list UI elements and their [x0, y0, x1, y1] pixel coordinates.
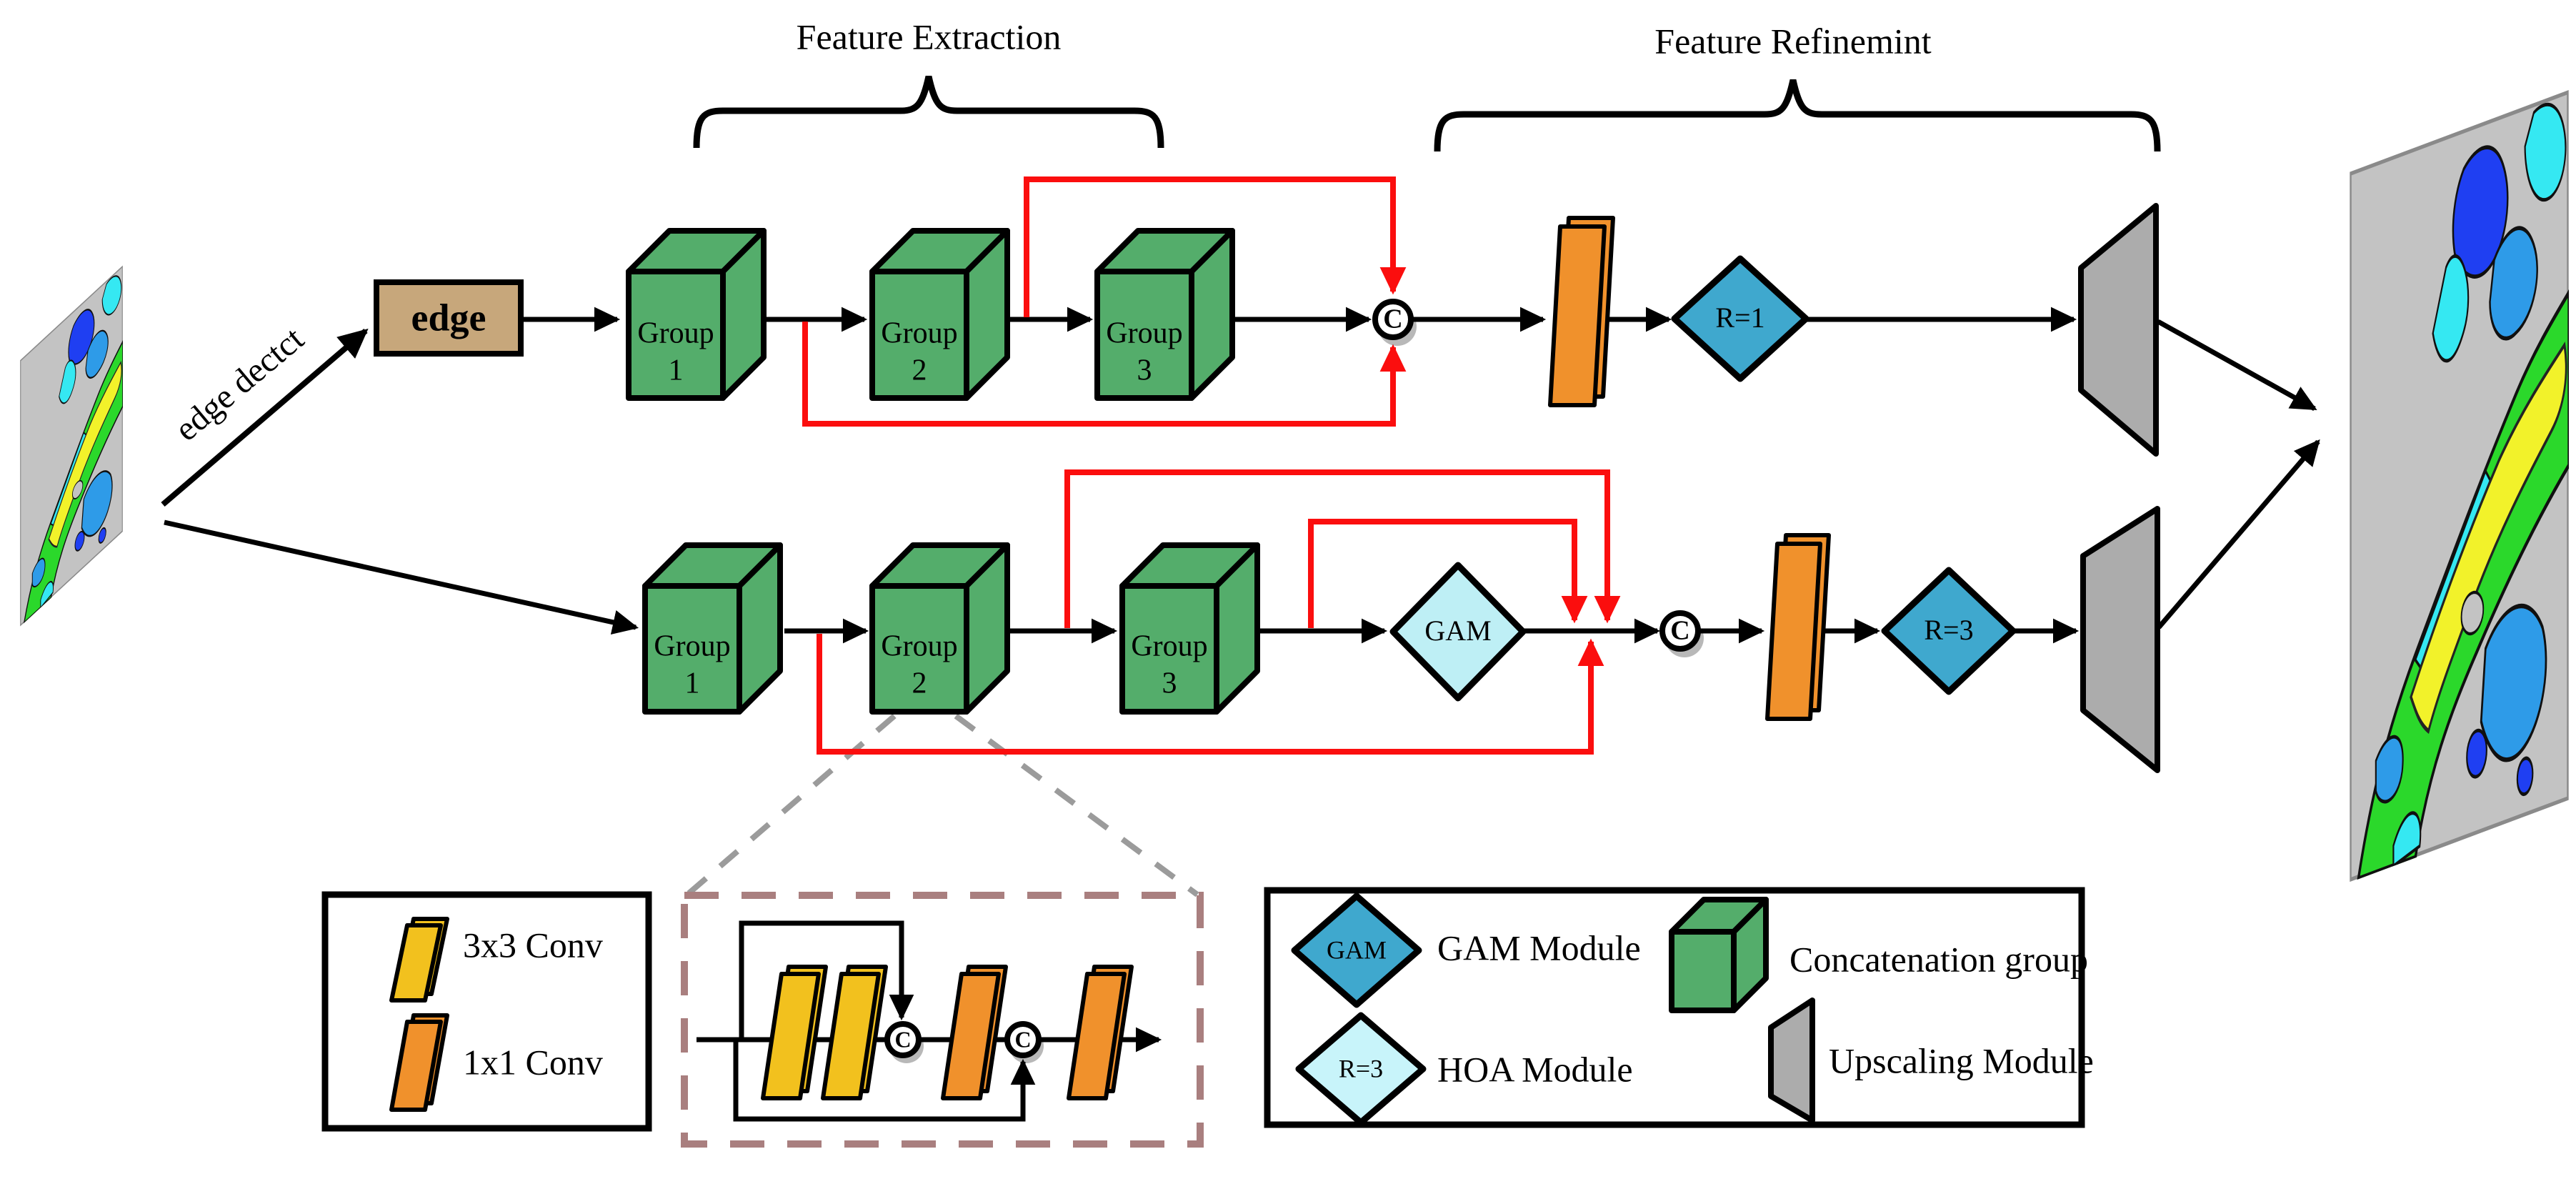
top-conv-plate [1548, 216, 1615, 407]
detail-conv3x3-plate-2 [821, 965, 888, 1100]
top-hoa-label: R=1 [1715, 302, 1764, 334]
detail-conv3x3-plate-1 [761, 965, 828, 1100]
bottom-gam-diamond: GAM [1389, 562, 1527, 702]
bottom-conv-plate [1765, 533, 1831, 721]
bottom-group3-word: Group [1131, 630, 1207, 663]
feature-refinement-brace [1434, 79, 2161, 152]
feature-extraction-brace [693, 76, 1164, 149]
legend-concat-label: Concatenation group [1789, 939, 2088, 979]
arrow-bot-upscale-output [2157, 439, 2320, 630]
bottom-concat-node: C [1659, 610, 1704, 657]
output-image [2351, 92, 2569, 882]
top-group3-cube: Group 3 [1094, 228, 1235, 401]
detail-conv1x1-plate-2 [1067, 965, 1134, 1100]
detail-concat1-label: C [894, 1026, 911, 1052]
arrow-edge-detect [161, 328, 369, 507]
legend-hoa-symbol: R=3 [1339, 1054, 1383, 1083]
edge-box-label: edge [411, 296, 486, 339]
bottom-group2-cube: Group 2 [869, 542, 1010, 715]
bottom-concat-label: C [1670, 616, 1689, 646]
bottom-hoa-diamond: R=3 [1881, 567, 2017, 695]
top-group2-word: Group [881, 317, 957, 350]
bottom-group1-cube: Group 1 [642, 542, 783, 715]
bottom-group1-number: 1 [685, 667, 700, 700]
edge-detect-label: edge dectct [168, 319, 311, 449]
legend-conv3x3-swatch [389, 917, 449, 1003]
feature-extraction-title: Feature Extraction [797, 16, 1062, 56]
detail-guide-right [954, 713, 1199, 897]
detail-concat2-node: C [1004, 1021, 1044, 1063]
skip-bot-inner-over [1308, 519, 1588, 628]
legend-conv1x1-swatch [389, 1013, 449, 1112]
bottom-gam-label: GAM [1424, 615, 1491, 647]
arrow-input-to-bottom-g1 [164, 519, 639, 635]
top-hoa-diamond: R=1 [1671, 255, 1809, 382]
group-detail-internals: C C [697, 920, 1162, 1122]
group-detail-box [681, 892, 1204, 1148]
top-group1-cube: Group 1 [626, 228, 767, 401]
legend-hoa-diamond: R=3 [1295, 1012, 1427, 1126]
skip-top-under [802, 322, 1407, 427]
skip-top-over [1024, 176, 1407, 317]
skip-bot-under [817, 634, 1604, 755]
top-concat-node: C [1372, 299, 1417, 346]
legend-conv-box: 3x3 Conv 1x1 Conv [321, 891, 652, 1132]
detail-concat2-label: C [1014, 1026, 1031, 1052]
top-upscale-module [2078, 203, 2159, 457]
top-group2-cube: Group 2 [869, 228, 1010, 401]
feature-refinement-title: Feature Refinemint [1654, 21, 1931, 61]
top-group1-word: Group [637, 317, 714, 350]
detail-skip-under [733, 1040, 1036, 1122]
legend-gam-label: GAM Module [1437, 927, 1641, 967]
legend-upscale-swatch [1768, 998, 1815, 1123]
detail-guide-left [685, 713, 897, 897]
top-group1-number: 1 [669, 354, 684, 387]
top-group2-number: 2 [912, 354, 927, 387]
detail-conv1x1-plate-1 [941, 965, 1008, 1100]
legend-gam-symbol: GAM [1327, 935, 1387, 964]
bottom-group2-number: 2 [912, 667, 927, 700]
detail-concat1-node: C [884, 1021, 924, 1063]
legend-conv3x3-label: 3x3 Conv [463, 925, 603, 965]
detail-skip-over [739, 920, 914, 1040]
top-group3-number: 3 [1137, 354, 1152, 387]
bottom-group2-word: Group [881, 630, 957, 663]
arrow-top-upscale-output [2157, 319, 2317, 412]
bottom-group3-cube: Group 3 [1119, 542, 1260, 715]
legend-concat-cube [1669, 897, 1769, 1013]
legend-upscale-label: Upscaling Module [1829, 1040, 2094, 1080]
bottom-upscale-module [2080, 506, 2160, 773]
legend-conv1x1-label: 1x1 Conv [463, 1042, 603, 1082]
top-concat-label: C [1383, 304, 1402, 334]
legend-gam-diamond: GAM [1291, 892, 1422, 1008]
skip-bot-outer-over [1064, 469, 1621, 628]
edge-box: edge [374, 279, 524, 357]
bottom-hoa-label: R=3 [1924, 614, 1973, 646]
bottom-group1-word: Group [654, 630, 730, 663]
legend-modules-box: GAM GAM Module R=3 HOA Module Concatenat… [1264, 887, 2094, 1128]
top-group3-word: Group [1106, 317, 1182, 350]
bottom-group3-number: 3 [1162, 667, 1177, 700]
legend-hoa-label: HOA Module [1437, 1049, 1633, 1089]
input-image [20, 265, 123, 627]
